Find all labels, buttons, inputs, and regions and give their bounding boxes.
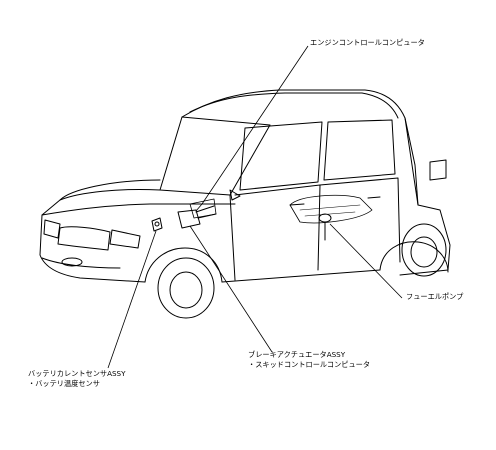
headlight-left [43,219,61,239]
fog-light [61,257,83,267]
leader-battery-sensor [107,230,157,369]
rear-wheel-arch [379,241,449,273]
windshield [159,116,271,196]
fuel-tank [289,194,373,224]
front-wheel-hub [169,271,203,309]
door-handle-rear [367,196,381,199]
door-handle-front [289,203,305,206]
fuel-pump-text: フューエルポンプ [406,292,464,301]
front-bumper [39,214,146,283]
fuel-tank-detail [299,204,361,217]
brake-actuator [177,209,201,229]
leader-fuel-pump [329,223,403,299]
hood-edge [59,179,161,201]
grille [57,226,111,251]
fuel-pump-unit [318,213,332,223]
front-wheel-arch [144,247,223,283]
side-window-front [239,121,323,191]
leader-brake-actuator [189,225,273,353]
battery-sensor-text-1: バッテリカレントセンサASSY [28,369,126,378]
brake-actuator-text-2: ・スキッドコントロールコンピュータ [248,360,371,369]
headlight-right [109,229,141,249]
front-door [229,184,321,281]
front-wheel [157,257,215,319]
rear-door [319,177,401,263]
rocker [221,269,381,283]
engine-ecu-text: エンジンコントロールコンピュータ [310,38,425,47]
leader-engine-ecu-arrow [195,203,203,212]
battery-sensor-text-2: ・バッテリ温度センサ [28,379,100,388]
label-brake-actuator: ブレーキアクチュエータASSY ・スキッドコントロールコンピュータ [248,350,370,370]
battery-sensor [151,217,163,232]
label-engine-ecu: エンジンコントロールコンピュータ [310,38,425,48]
rear-pillar [399,117,451,276]
engine-ecu [189,198,217,219]
brake-actuator-text-1: ブレーキアクチュエータASSY [248,350,346,359]
leader-engine-ecu [201,45,309,205]
front-lower-bumper [41,257,121,269]
label-battery-sensor: バッテリカレントセンサASSY ・バッテリ温度センサ [28,369,126,389]
rear-wheel-hub [410,236,438,268]
side-mirror [229,189,241,201]
label-fuel-pump: フューエルポンプ [406,292,463,302]
battery-sensor-terminal [154,221,160,227]
side-window-rear [323,119,396,181]
rear-wheel [401,223,447,277]
fuel-lid [429,159,447,181]
roof-rail [189,92,399,119]
